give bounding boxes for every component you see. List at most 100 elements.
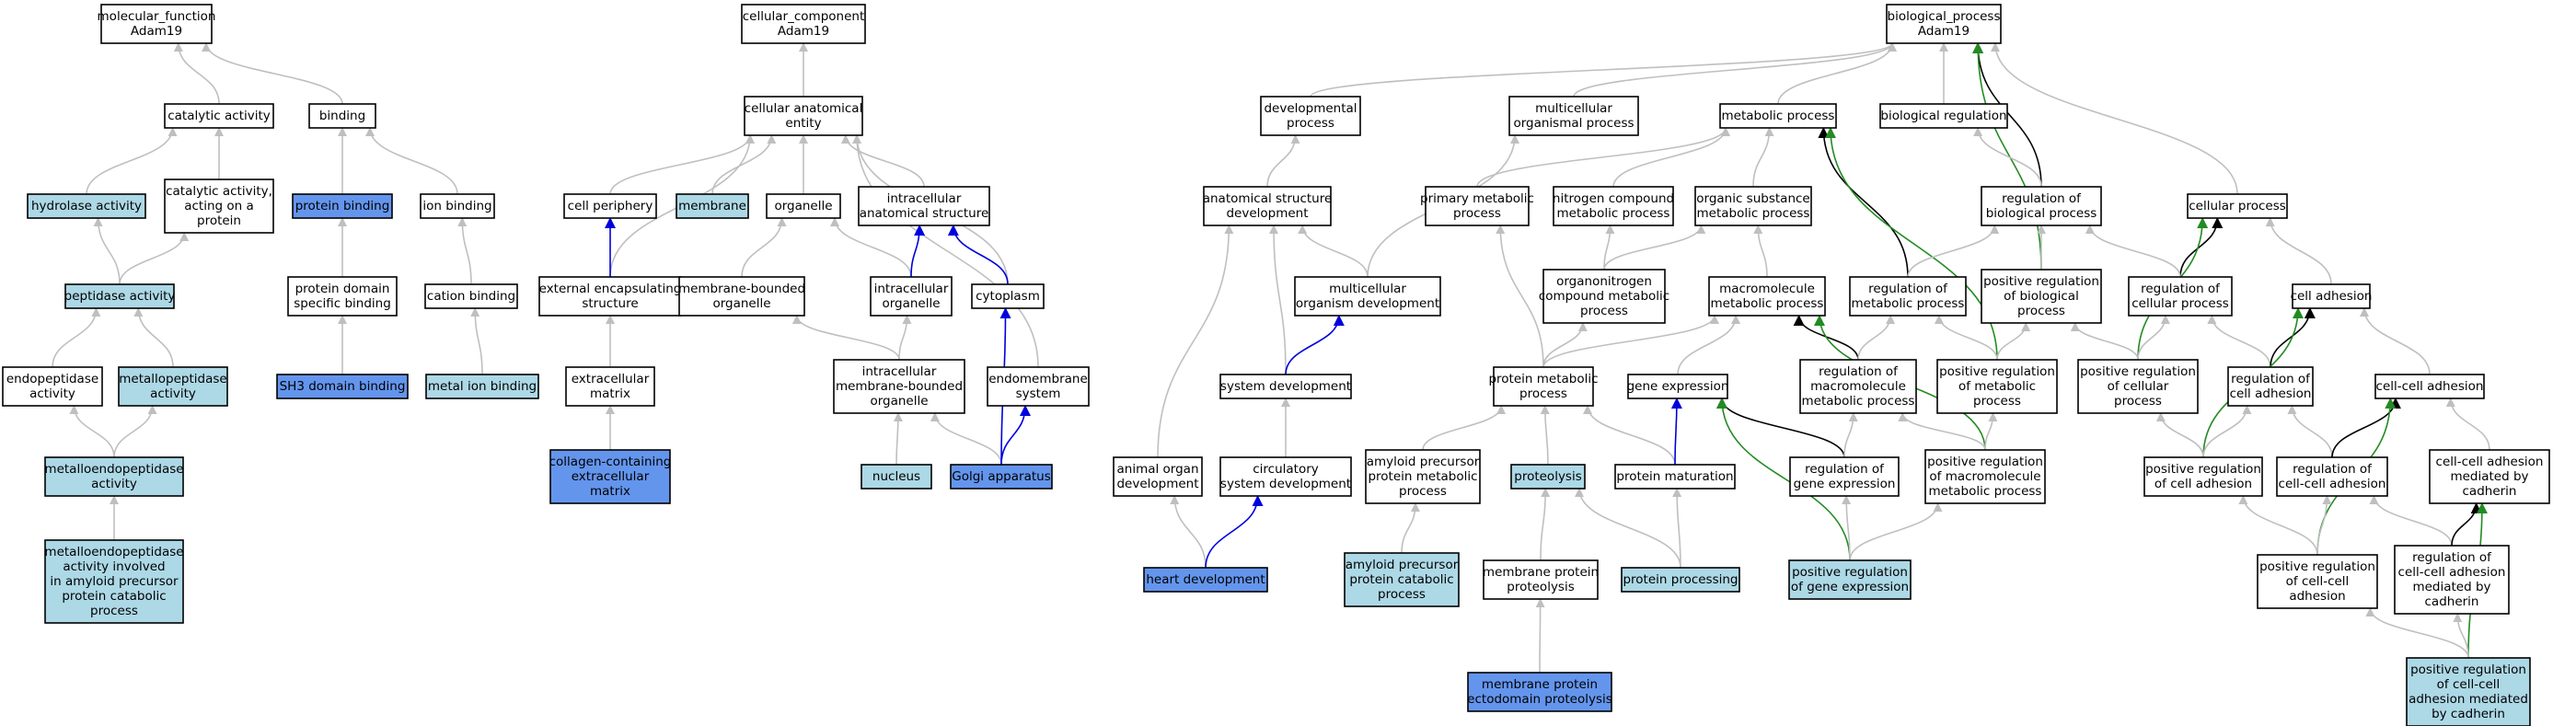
term-box (2227, 366, 2314, 407)
term-label-line: process (1519, 386, 1567, 401)
term-label-line: of cellular (2108, 379, 2169, 394)
term-label-line: of cell adhesion (2154, 477, 2252, 491)
edge-posregmp-to-regmp (1934, 315, 1998, 361)
edge-nucleus-to-imbo (893, 412, 903, 466)
edge-heart-to-aod (1170, 495, 1207, 569)
term-label-line: Adam19 (1918, 24, 1970, 39)
term-label-line: primary metabolic (1420, 191, 1534, 206)
term-label-line: process (2114, 394, 2162, 409)
edge-protmat-to-protmet (1583, 405, 1676, 466)
term-label-line: of cell-cell (2437, 677, 2501, 692)
term-box (1849, 276, 1967, 317)
edge-endomem-to-cae (852, 134, 1039, 368)
term-label-line: metalloendopeptidase (44, 545, 183, 559)
edge-regmmp-to-regmp (1857, 315, 1896, 361)
term-box (1219, 374, 1352, 399)
edge-bind-to-mf (202, 42, 343, 105)
edge-regmp-to-regbp (1907, 225, 2000, 278)
term-label-line: regulation of (1868, 282, 1948, 296)
term-box (2292, 283, 2371, 309)
edge-regca-to-celladh (2270, 307, 2316, 368)
term-box (2, 366, 103, 407)
term-label-line: protein (197, 213, 241, 228)
term-box (1614, 464, 1736, 490)
edge-mpep-to-mpp (1535, 598, 1545, 674)
edge-regmmp-to-mmp (1793, 315, 1859, 361)
term-label-line: metabolic process (1929, 484, 2042, 499)
edge-protproc-to-proteolysis (1575, 488, 1681, 569)
term-label-line: development (1226, 206, 1308, 221)
edge-mbo-to-organelle (741, 217, 787, 278)
edge-protmet-to-primmet (1496, 225, 1544, 368)
term-label-line: external encapsulating (539, 282, 682, 296)
term-label-line: specific binding (294, 296, 391, 311)
term-box (1483, 559, 1599, 600)
term-box (425, 374, 539, 399)
term-node-periph: cell periphery (563, 193, 657, 219)
term-box (950, 464, 1053, 490)
term-label-line: organism development (1296, 296, 1439, 311)
edge-appmp-to-protmet (1422, 405, 1507, 451)
term-box (164, 103, 274, 129)
edge-oncmp-to-osmp (1603, 225, 1706, 271)
term-node-cellproc: cellular process (2187, 193, 2288, 219)
term-label-line: macromolecule (1719, 282, 1815, 296)
term-box (1799, 359, 1917, 414)
term-label-line: multicellular (1535, 101, 1612, 116)
term-box (987, 366, 1090, 407)
term-label-line: proteolysis (1514, 469, 1582, 484)
term-label-line: of cell-cell (2286, 574, 2350, 589)
term-node-cyto: cytoplasm (971, 283, 1045, 309)
term-label-line: regulation of (2141, 282, 2221, 296)
edge-regge-to-regmmp (1843, 412, 1858, 458)
term-node-metab: metabolic process (1719, 103, 1837, 129)
term-box (766, 193, 841, 219)
edge-multiproc-to-bp (1573, 42, 1897, 98)
edge-layer (52, 42, 2490, 674)
edge-posregbp-to-bp (1972, 42, 2042, 271)
term-label-line: positive regulation (2080, 364, 2196, 379)
edge-posregcca-to-regcca (2316, 495, 2332, 556)
term-box (287, 276, 398, 317)
edge-regcp-to-regbp (2085, 225, 2181, 278)
term-label-line: cellular process (2189, 199, 2286, 213)
edge-posregmmp-to-posregmp (1984, 412, 1998, 451)
term-label-line: organonitrogen (1556, 274, 1652, 289)
edge-cation-to-ionbind (457, 217, 472, 285)
edge-metalloendo-to-endopep (69, 405, 115, 458)
edge-cellproc-to-bp (1991, 42, 2238, 195)
term-label-line: regulation of (1805, 462, 1885, 477)
edge-posregca-to-regca (2202, 405, 2252, 458)
term-label-line: organic substance (1696, 191, 1809, 206)
term-label-line: adhesion mediated (2409, 692, 2528, 707)
term-label-line: organelle (712, 296, 770, 311)
term-label-line: metabolic process (1802, 394, 1915, 409)
term-label-line: hydrolase activity (31, 199, 142, 213)
edge-posregcca-to-posregca (2238, 495, 2318, 556)
edge-metab-to-bp (1777, 42, 1897, 105)
term-box (1627, 374, 1728, 399)
edge-mpp-to-proteolysis (1540, 488, 1551, 561)
term-label-line: intracellular (862, 364, 937, 379)
term-node-protproc: protein processing (1621, 567, 1740, 593)
term-label-line: nitrogen compound (1553, 191, 1674, 206)
edge-devproc-to-bp (1310, 42, 1897, 98)
term-label-line: process (90, 604, 138, 618)
term-label-line: positive regulation (1792, 565, 1908, 580)
term-label-line: metabolic process (1711, 296, 1824, 311)
term-node-pept: peptidase activity (64, 283, 175, 309)
term-node-sysdev: system development (1219, 374, 1352, 399)
term-label-line: metalloendopeptidase (44, 462, 183, 477)
